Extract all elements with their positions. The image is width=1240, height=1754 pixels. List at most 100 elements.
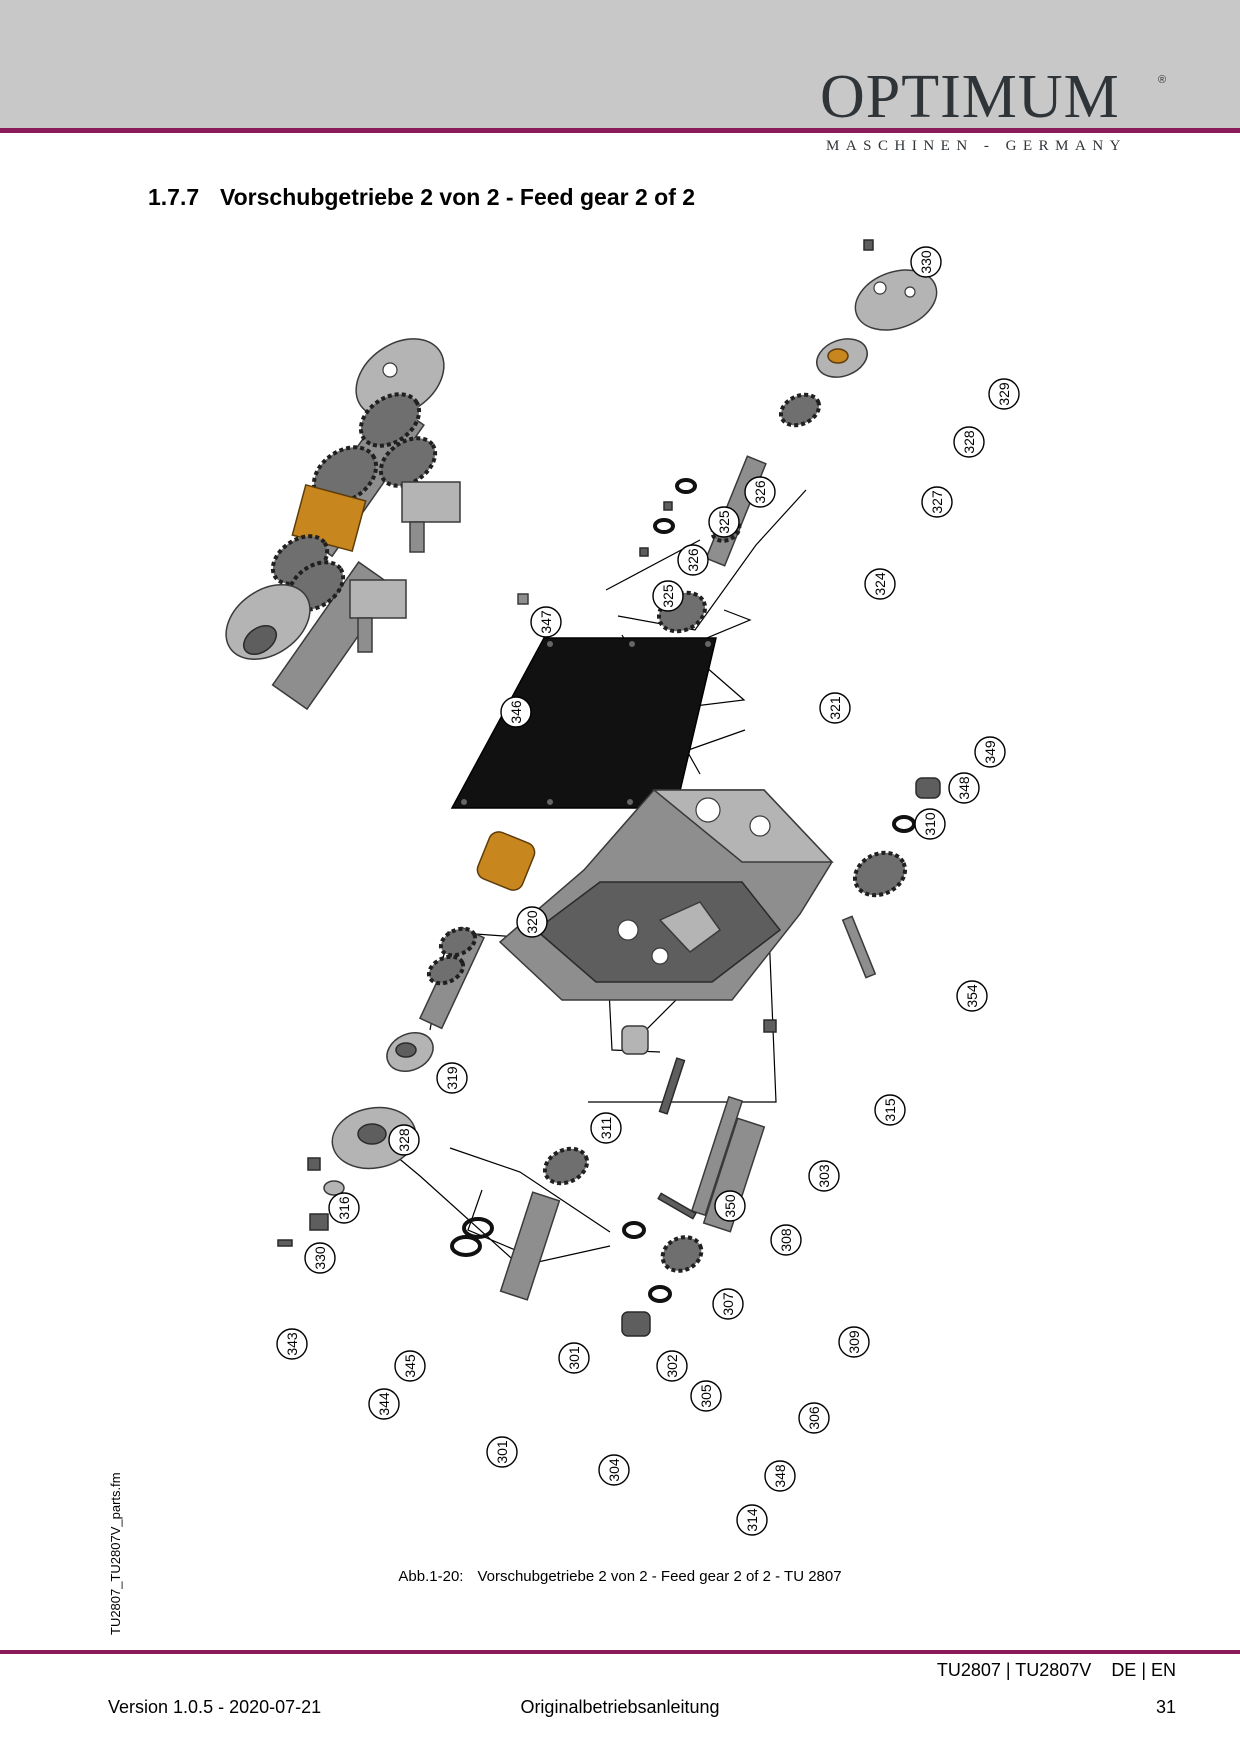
cover-plate: [450, 637, 717, 809]
cover-plate-screws: [461, 641, 711, 805]
svg-text:321: 321: [827, 696, 843, 720]
part-label: 314: [736, 1504, 768, 1536]
part-label: 307: [712, 1288, 744, 1320]
svg-text:345: 345: [402, 1354, 418, 1378]
figure-caption: Abb.1-20: Vorschubgetriebe 2 von 2 - Feed…: [0, 1568, 1240, 1585]
svg-text:326: 326: [685, 548, 701, 572]
svg-text:347: 347: [538, 610, 554, 634]
svg-text:343: 343: [284, 1332, 300, 1356]
svg-text:350: 350: [722, 1194, 738, 1218]
svg-text:326: 326: [752, 480, 768, 504]
brand-logo: OPTIMUM ®: [820, 64, 1180, 134]
part-label: 301: [558, 1342, 590, 1374]
part-label: 301: [486, 1436, 518, 1468]
brand-subtitle: MASCHINEN - GERMANY: [826, 138, 1128, 154]
part-label: 347: [530, 606, 562, 638]
part-label: 348: [948, 772, 980, 804]
version-info: Version 1.0.5 - 2020-07-21: [108, 1697, 322, 1717]
part-label: 348: [764, 1460, 796, 1492]
svg-text:310: 310: [922, 812, 938, 836]
footer-rule: [0, 1650, 1240, 1654]
svg-text:330: 330: [918, 250, 934, 274]
model-name: TU2807 | TU2807V: [936, 1660, 1092, 1680]
svg-text:328: 328: [961, 430, 977, 454]
svg-text:346: 346: [508, 700, 524, 724]
svg-text:344: 344: [376, 1392, 392, 1416]
part-label: 316: [328, 1192, 360, 1224]
svg-text:320: 320: [524, 910, 540, 934]
document-type: Originalbetriebsanleitung: [520, 1697, 720, 1717]
section-heading: 1.7.7 Vorschubgetriebe 2 von 2 - Feed gea…: [148, 184, 695, 211]
svg-text:325: 325: [660, 584, 676, 608]
gearbox-housing: [498, 789, 834, 1001]
svg-text:304: 304: [606, 1458, 622, 1482]
svg-text:302: 302: [664, 1354, 680, 1378]
svg-text:324: 324: [872, 572, 888, 596]
svg-text:349: 349: [982, 740, 998, 764]
part-label: 304: [598, 1454, 630, 1486]
part-label: 305: [690, 1380, 722, 1412]
svg-text:315: 315: [882, 1098, 898, 1122]
part-label: 346: [500, 696, 532, 728]
language-codes: DE | EN: [1111, 1660, 1176, 1680]
right-side-parts: [763, 777, 941, 1033]
exploded-view-drawing: 330 329 328 327 326 325 326 325 324 347 …: [225, 239, 1020, 1536]
assembled-gear-shafts: [225, 338, 461, 711]
upper-shaft-parts: [639, 239, 938, 634]
svg-text:327: 327: [929, 490, 945, 514]
svg-text:311: 311: [598, 1117, 614, 1140]
section-title: Vorschubgetriebe 2 von 2 - Feed gear 2 o…: [220, 184, 696, 210]
part-label: 309: [838, 1326, 870, 1358]
figure-label: Abb.1-20:: [398, 1568, 464, 1585]
part-label: 329: [988, 378, 1020, 410]
header-rule: [0, 128, 1240, 133]
svg-text:348: 348: [772, 1464, 788, 1488]
svg-text:328: 328: [396, 1128, 412, 1152]
source-file-note: TU2807_TU2807V_parts.fm: [108, 1472, 123, 1635]
registered-mark: ®: [1158, 74, 1167, 86]
svg-text:307: 307: [720, 1292, 736, 1316]
part-label: 325: [652, 580, 684, 612]
section-number: 1.7.7: [148, 184, 200, 210]
svg-text:306: 306: [806, 1406, 822, 1430]
part-label: 321: [819, 692, 851, 724]
svg-text:325: 325: [716, 510, 732, 534]
figure-title: Vorschubgetriebe 2 von 2 - Feed gear 2 o…: [477, 1568, 842, 1585]
brand-name: OPTIMUM: [820, 63, 1120, 131]
part-label: 328: [388, 1124, 420, 1156]
svg-text:305: 305: [698, 1384, 714, 1408]
part-label: 310: [914, 808, 946, 840]
center-left-parts: [277, 831, 649, 1247]
part-label: 354: [956, 980, 988, 1012]
part-label: 325: [708, 506, 740, 538]
header-band: [0, 0, 1240, 128]
part-label: 328: [953, 426, 985, 458]
part-label: 326: [677, 544, 709, 576]
part-label: 350: [714, 1190, 746, 1222]
svg-text:319: 319: [444, 1066, 460, 1090]
part-number-labels: 330 329 328 327 326 325 326 325 324 347 …: [276, 246, 1020, 1536]
svg-text:354: 354: [964, 984, 980, 1008]
part-label: 308: [770, 1224, 802, 1256]
part-label: 324: [864, 568, 896, 600]
part-label: 315: [874, 1094, 906, 1126]
svg-text:301: 301: [494, 1440, 510, 1464]
part-label: 319: [436, 1062, 468, 1094]
screw: [517, 593, 529, 605]
part-label: 302: [656, 1350, 688, 1382]
part-label: 327: [921, 486, 953, 518]
svg-text:301: 301: [566, 1346, 582, 1370]
page-number: 31: [1155, 1697, 1176, 1717]
part-label: 330: [910, 246, 942, 278]
svg-text:308: 308: [778, 1228, 794, 1252]
svg-text:309: 309: [846, 1330, 862, 1354]
footer-model: TU2807 | TU2807V DE | EN: [937, 1660, 1176, 1681]
svg-text:329: 329: [996, 382, 1012, 406]
part-label: 320: [516, 906, 548, 938]
part-label: 344: [368, 1388, 400, 1420]
svg-text:348: 348: [956, 776, 972, 800]
part-label: 345: [394, 1350, 426, 1382]
part-label: 303: [808, 1160, 840, 1192]
part-label: 311: [590, 1112, 622, 1144]
part-label: 349: [974, 736, 1006, 768]
